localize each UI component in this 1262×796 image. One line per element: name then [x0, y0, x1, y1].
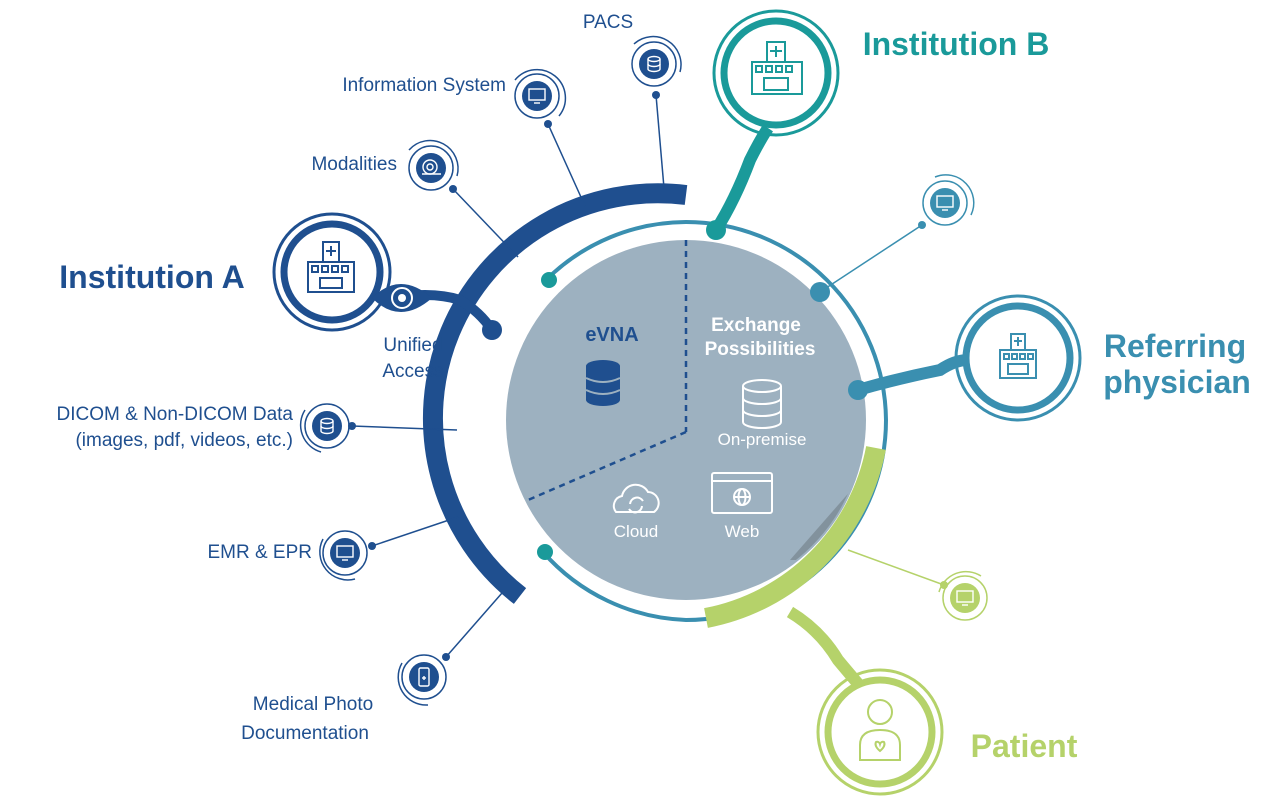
- web-label: Web: [725, 522, 760, 541]
- patient-node[interactable]: [786, 606, 944, 796]
- ring-dot-top: [541, 272, 557, 288]
- photo-smartphone-icon: [418, 667, 430, 687]
- unified-access-line2: Access: [382, 361, 443, 382]
- right-monitor-icon: [936, 195, 954, 211]
- teal-ring: [541, 219, 889, 623]
- referring-physician-node[interactable]: [848, 294, 1082, 422]
- modalities-scanner-icon: [422, 159, 441, 175]
- dicom-node[interactable]: [299, 403, 350, 453]
- on-premise-server-icon: [742, 379, 782, 429]
- institution-b-title: Institution B: [863, 26, 1050, 62]
- information-system-node[interactable]: [514, 68, 567, 119]
- patient-arc: [704, 446, 886, 628]
- pacs-node[interactable]: [631, 35, 682, 87]
- referring-title-line1: Referring: [1104, 328, 1246, 364]
- unified-access-line1: Unified: [383, 335, 442, 356]
- pacs-database-icon: [647, 55, 661, 73]
- information-system-label: Information System: [342, 75, 506, 96]
- modalities-label: Modalities: [311, 154, 397, 175]
- exchange-title-line2: Possibilities: [705, 339, 816, 360]
- institution-a-hospital-icon: [307, 241, 355, 293]
- cloud-label: Cloud: [614, 522, 658, 541]
- information-system-monitor-icon: [528, 88, 546, 104]
- cloud-icon: [612, 483, 660, 514]
- institution-a-arc: [423, 183, 688, 604]
- institution-a-title: Institution A: [59, 259, 244, 295]
- referring-title-line2: physician: [1103, 364, 1251, 400]
- exchange-title-line1: Exchange: [711, 315, 801, 336]
- institution-a-node[interactable]: [272, 212, 502, 340]
- referring-hospital-icon: [999, 333, 1037, 379]
- photo-node[interactable]: [397, 654, 447, 706]
- unified-access-eye-icon: [372, 284, 432, 312]
- dicom-database-icon: [320, 417, 334, 435]
- web-browser-icon: [711, 472, 773, 514]
- emr-monitor-icon: [336, 545, 354, 561]
- institution-b-node[interactable]: [706, 9, 840, 240]
- institution-b-hospital-icon: [751, 41, 803, 95]
- patient-monitor-node[interactable]: [938, 570, 988, 621]
- emr-node[interactable]: [319, 530, 368, 581]
- right-monitor-node[interactable]: [922, 174, 975, 226]
- patient-monitor-icon: [956, 590, 974, 606]
- pacs-label: PACS: [583, 12, 633, 33]
- ring-dot-bottom: [537, 544, 553, 560]
- patient-title: Patient: [971, 728, 1078, 764]
- photo-label-line1: Medical Photo: [253, 694, 373, 715]
- emr-label: EMR & EPR: [207, 542, 312, 563]
- modalities-node[interactable]: [408, 139, 459, 191]
- dicom-label-line2: (images, pdf, videos, etc.): [75, 430, 293, 451]
- evna-database-icon: [585, 360, 621, 406]
- patient-person-icon: [859, 699, 901, 761]
- photo-label-line2: Documentation: [241, 723, 369, 744]
- evna-title: eVNA: [585, 324, 638, 346]
- dicom-label-line1: DICOM & Non-DICOM Data: [57, 404, 294, 425]
- on-premise-label: On-premise: [718, 430, 807, 449]
